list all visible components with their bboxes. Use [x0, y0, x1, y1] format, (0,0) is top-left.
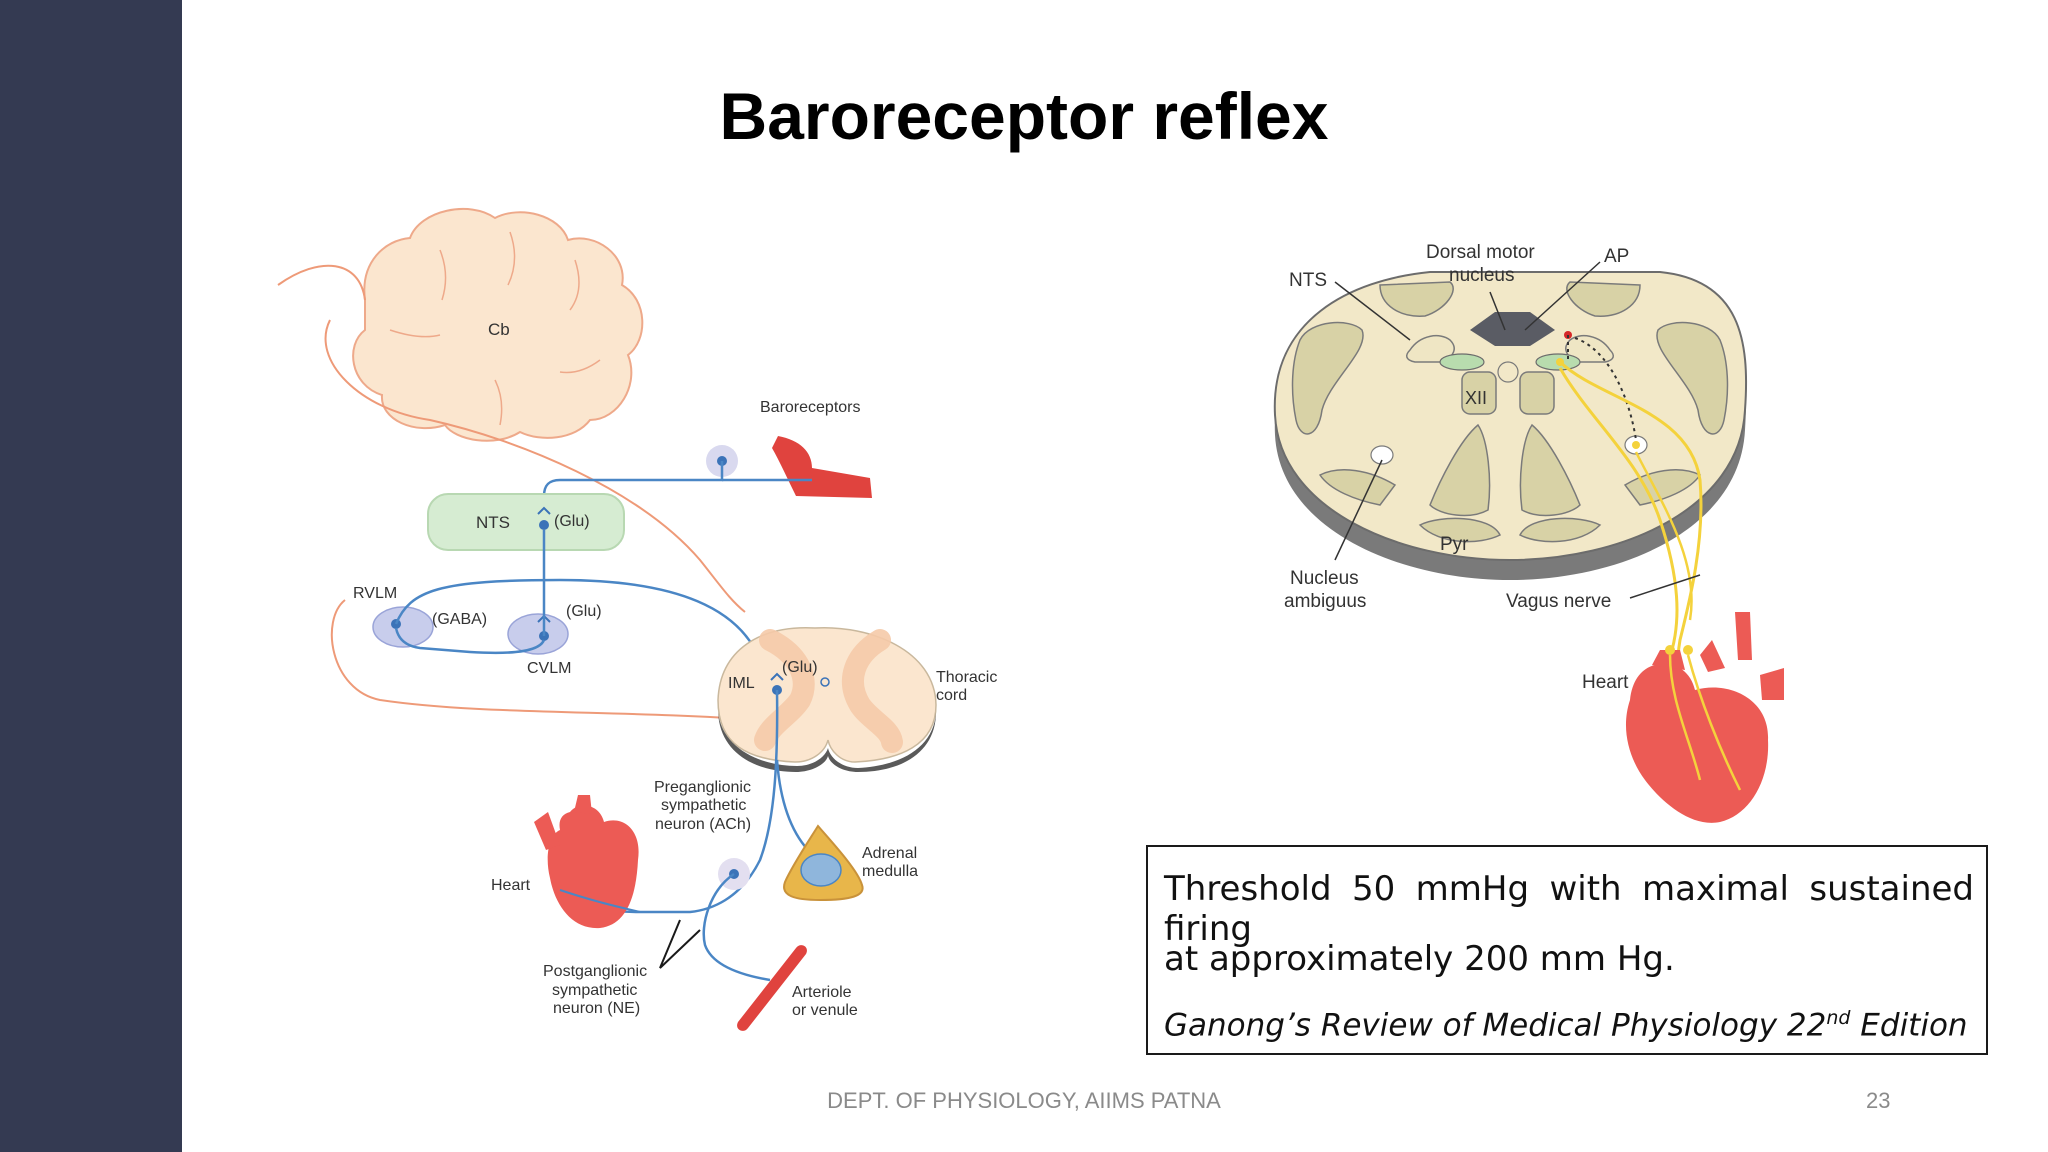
- rvlm-label: RVLM: [353, 585, 397, 602]
- xii-label: XII: [1465, 388, 1487, 408]
- ap-label: AP: [1604, 246, 1629, 267]
- slide-title: Baroreceptor reflex: [719, 79, 1329, 153]
- vagus-nerve-label: Vagus nerve: [1506, 591, 1611, 612]
- threshold-note-box: Threshold 50 mmHg with maximal sustained…: [1146, 845, 1988, 1055]
- glu-nts-label: (Glu): [554, 513, 590, 530]
- rvlm-nucleus: [372, 606, 434, 648]
- arteriole: [737, 945, 807, 1031]
- baroreceptor-vessel: [772, 436, 872, 498]
- reference-edition: Edition: [1850, 1007, 1968, 1044]
- thoracic-label-2: cord: [936, 687, 967, 704]
- note-reference: Ganong’s Review of Medical Physiology 22…: [1164, 1007, 1968, 1043]
- reference-text: Ganong’s Review of Medical Physiology 22: [1164, 1007, 1827, 1044]
- gaba-label: (GABA): [432, 611, 487, 628]
- arteriole-label-2: or venule: [792, 1002, 858, 1019]
- cvlm-nucleus: [507, 613, 569, 655]
- nucleus-ambiguus-label-2: ambiguus: [1284, 591, 1366, 612]
- cb-label: Cb: [488, 320, 510, 339]
- medulla-vagus-diagram: Dorsal motor nucleus AP NTS XII Pyr Nucl…: [1273, 242, 1784, 823]
- glu-iml-label: (Glu): [782, 659, 818, 676]
- heart-label: Heart: [491, 877, 531, 894]
- glu-cvlm-label: (Glu): [566, 603, 602, 620]
- sidebar-bar: [0, 0, 182, 1152]
- reference-superscript: nd: [1826, 1007, 1851, 1029]
- preganglionic-label-1: Preganglionic: [654, 779, 751, 796]
- dorsal-motor-label-1: Dorsal motor: [1426, 242, 1535, 263]
- pyr-label: Pyr: [1440, 534, 1469, 555]
- footer-department: DEPT. OF PHYSIOLOGY, AIIMS PATNA: [827, 1088, 1221, 1113]
- preganglionic-label-2: sympathetic: [661, 797, 746, 814]
- dorsal-motor-label-2: nucleus: [1449, 265, 1515, 286]
- adrenal-label-1: Adrenal: [862, 845, 917, 862]
- note-line-2: at approximately 200 mm Hg.: [1164, 939, 1675, 979]
- baroreflex-pathway-diagram: Cb Baroreceptors NTS (Glu) RVLM (GABA) (…: [277, 207, 997, 1031]
- iml-label: IML: [728, 675, 755, 692]
- arteriole-label-1: Arteriole: [792, 984, 852, 1001]
- cerebellum-shape: [352, 207, 644, 442]
- thoracic-label-1: Thoracic: [936, 669, 997, 686]
- cvlm-label: CVLM: [527, 660, 571, 677]
- postganglionic-label-3: neuron (NE): [553, 1000, 640, 1017]
- heart-right-shape: [1625, 663, 1769, 823]
- nts-right-label: NTS: [1289, 270, 1327, 291]
- note-line-1: Threshold 50 mmHg with maximal sustained…: [1164, 869, 1974, 949]
- nts-box: [427, 493, 625, 551]
- page-number: 23: [1866, 1088, 1891, 1113]
- postganglionic-label-2: sympathetic: [552, 982, 637, 999]
- preganglionic-label-3: neuron (ACh): [655, 816, 751, 833]
- postganglionic-label-1: Postganglionic: [543, 963, 647, 980]
- adrenal-label-2: medulla: [862, 863, 918, 880]
- heart-right-label: Heart: [1582, 672, 1629, 693]
- thoracic-cord: [717, 627, 937, 763]
- nts-label: NTS: [476, 513, 510, 532]
- nucleus-ambiguus-label-1: Nucleus: [1290, 568, 1359, 589]
- baroreceptors-label: Baroreceptors: [760, 399, 861, 416]
- heart-left-shape: [547, 805, 639, 929]
